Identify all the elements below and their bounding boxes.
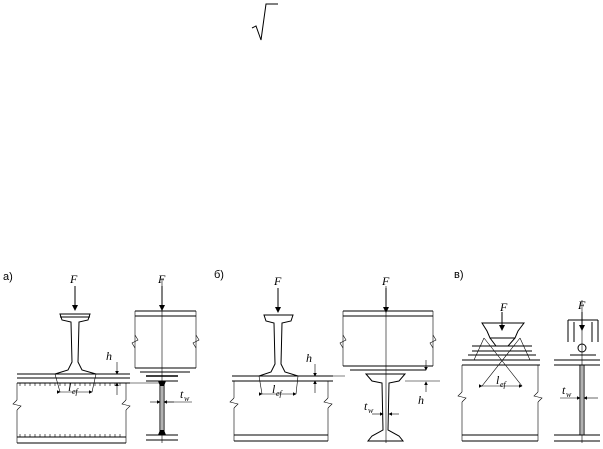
panel-a-lef-dimension bbox=[54, 373, 97, 394]
panel-b-cross-section bbox=[339, 286, 437, 443]
panel-a-lef-sub: ef bbox=[72, 387, 80, 396]
panel-b-force-right-label: F bbox=[381, 274, 390, 288]
panel-c-cross-section bbox=[554, 300, 600, 443]
panel-b-beam-elevation bbox=[229, 375, 333, 442]
panel-c-crane-wheel bbox=[468, 322, 536, 356]
panel-b-lef-label: l bbox=[272, 382, 276, 396]
panel-c-lef-dimension bbox=[479, 337, 523, 388]
panel-c-beam-elevation bbox=[457, 337, 543, 442]
panel-a-tw-label: t bbox=[180, 387, 184, 401]
panel-b-lef-dimension bbox=[258, 375, 299, 396]
panel-c-tw-sub: w bbox=[566, 390, 572, 399]
panel-a: а) F bbox=[3, 271, 200, 444]
panel-a-hatch-top bbox=[19, 383, 121, 386]
panel-a-lef-label: l bbox=[68, 380, 72, 394]
panel-b-tw-label: t bbox=[364, 399, 368, 413]
panel-c-force-left-label: F bbox=[499, 300, 508, 314]
panel-b-h-left-label: h bbox=[306, 351, 312, 365]
panel-c-force-right-label: F bbox=[577, 298, 586, 312]
panel-b-rail-profile bbox=[258, 314, 299, 377]
panel-b-h-left-dimension bbox=[300, 364, 345, 393]
panel-a-beam-elevation bbox=[12, 373, 131, 444]
panel-c-label: в) bbox=[454, 269, 464, 281]
panel-a-h-dimension bbox=[110, 362, 160, 395]
panel-c-lef-sub: ef bbox=[500, 380, 508, 389]
panel-c-lef-label: l bbox=[496, 373, 500, 387]
panel-a-force-right-label: F bbox=[157, 272, 166, 286]
panel-a-force-left-label: F bbox=[69, 272, 78, 286]
panel-c-tw-label: t bbox=[562, 383, 566, 397]
panel-a-cross-section bbox=[131, 278, 200, 443]
panel-a-hatch-bottom bbox=[19, 434, 121, 437]
radical-sign bbox=[251, 3, 278, 41]
panel-a-label: а) bbox=[3, 271, 13, 283]
panel-c: в) F bbox=[454, 269, 600, 443]
panel-b-lef-sub: ef bbox=[276, 389, 284, 398]
panel-b-h-right-dimension bbox=[405, 360, 440, 392]
panel-b: б) F l ef bbox=[214, 269, 440, 443]
panel-b-force-left-label: F bbox=[273, 274, 282, 288]
panel-a-tw-sub: w bbox=[184, 394, 190, 403]
panel-b-h-right-label: h bbox=[418, 393, 424, 407]
panel-b-tw-sub: w bbox=[368, 406, 374, 415]
panel-a-h-label: h bbox=[106, 349, 112, 363]
panel-a-rail-profile bbox=[54, 313, 97, 375]
panel-b-label: б) bbox=[214, 269, 224, 281]
